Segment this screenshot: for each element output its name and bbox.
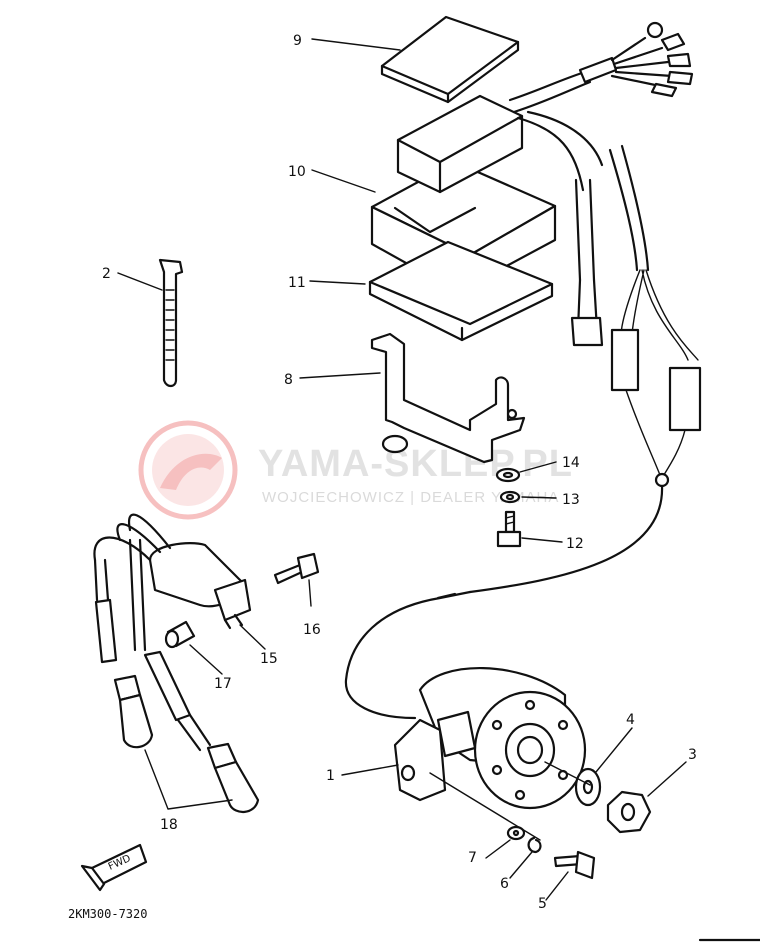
wire-harness [344,21,702,720]
callout-13: 13 [562,492,580,508]
callout-3: 3 [688,747,697,763]
callout-18: 18 [160,817,178,833]
part-3-nut [606,790,652,834]
watermark-logo-icon [138,420,238,520]
callout-12: 12 [566,536,584,552]
part-15-ignition-coil [93,513,252,752]
callout-numbers: 9 10 11 2 8 14 13 12 16 15 17 18 1 4 3 7… [102,33,697,912]
callout-6: 6 [500,876,509,892]
part-17-collar [164,620,196,649]
watermark-title: YAMA-SKLEP.PL [258,443,573,485]
watermark: YAMA-SKLEP.PL WOJCIECHOWICZ | DEALER YAM… [138,420,573,520]
parts-12-14-hardware [495,467,522,548]
part-11-damper [368,240,554,342]
diagram-code: 2KM300-7320 [68,907,147,921]
callout-7: 7 [468,850,477,866]
leader-lines [117,38,687,901]
callout-9: 9 [293,33,302,49]
callout-15: 15 [260,651,278,667]
part-4-washer [574,767,602,807]
callout-16: 16 [303,622,321,638]
callout-14: 14 [562,455,580,471]
part-6-lock-washer [527,836,542,854]
callout-2: 2 [102,266,111,282]
part-7-washer [506,825,526,841]
part-18-plug-caps [113,674,260,813]
callout-11: 11 [288,275,306,291]
callout-5: 5 [538,896,547,912]
callout-1: 1 [326,768,335,784]
part-2-cable-tie [158,258,184,388]
part-5-screw [553,850,596,880]
watermark-subtitle: WOJCIECHOWICZ | DEALER YAMAHA [262,489,559,506]
callout-10: 10 [288,164,306,180]
fwd-arrow-icon: FWD [80,843,148,892]
part-1-stator [393,667,587,810]
callout-17: 17 [214,676,232,692]
callout-4: 4 [626,712,635,728]
part-16-bolt [273,552,320,585]
callout-8: 8 [284,372,293,388]
part-8-bracket [370,332,526,464]
part-9-pad [380,15,520,104]
